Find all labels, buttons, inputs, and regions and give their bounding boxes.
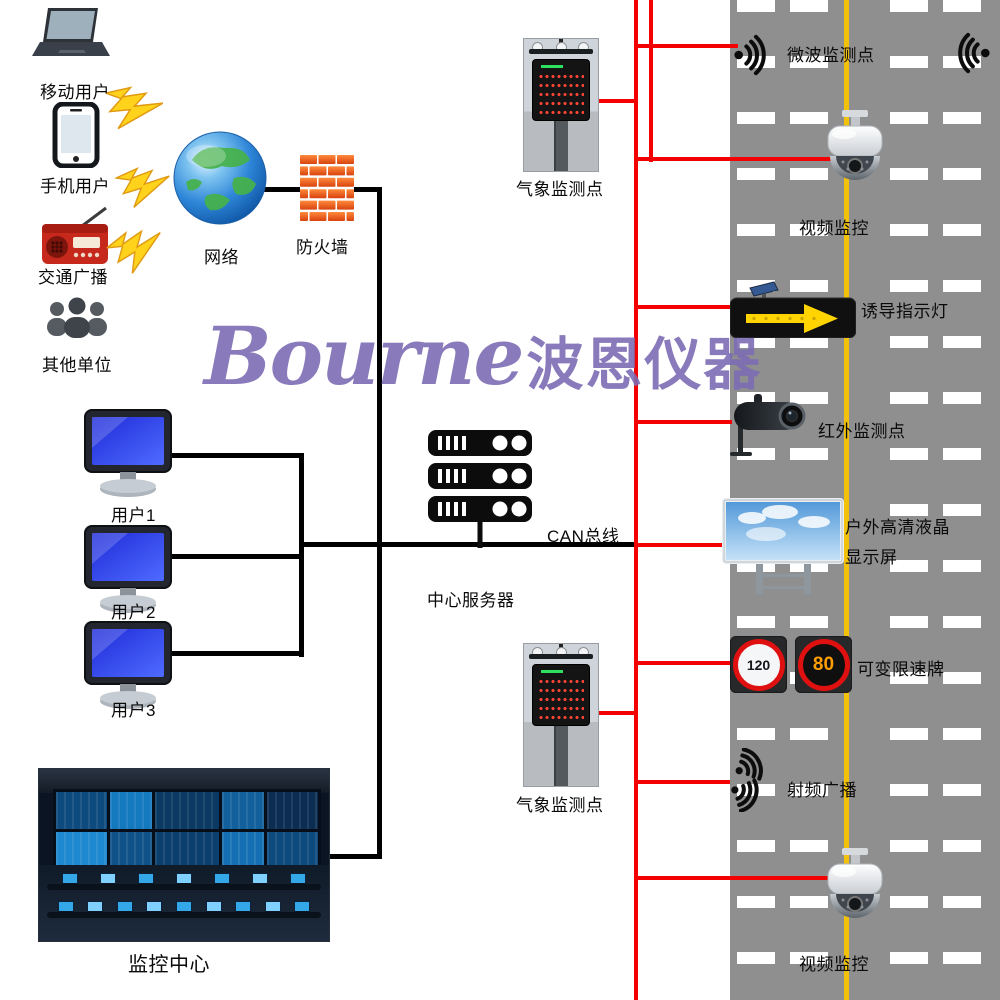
label-central-server: 中心服务器 <box>427 591 515 610</box>
link-billboard <box>638 543 724 547</box>
label-variable-speed: 可变限速牌 <box>857 660 945 679</box>
speed-sign-120: 120 <box>730 636 787 693</box>
video-wall <box>53 789 321 871</box>
line-user3 <box>172 651 304 656</box>
line-firewall-corner <box>352 187 382 192</box>
label-network: 网络 <box>204 248 239 267</box>
watermark-cjk: 波恩仪器 <box>526 333 763 397</box>
desk <box>47 912 321 918</box>
weather-station-photo-bottom <box>523 643 599 787</box>
link-weather-bottom <box>597 711 636 715</box>
link-camera-top <box>638 157 852 161</box>
globe-network-icon <box>172 130 268 231</box>
laptop-icon <box>32 6 110 75</box>
link-weather-top <box>597 99 636 103</box>
label-rf-broadcast: 射频广播 <box>787 781 857 800</box>
watermark-logo: Bourne 波恩仪器 <box>204 316 762 396</box>
lightning-icon <box>103 220 172 285</box>
speed-sign-80: 80 <box>795 636 852 693</box>
led-status-strip <box>541 65 563 68</box>
link-camera-bottom <box>638 876 852 880</box>
led-text-matrix <box>538 72 584 114</box>
label-phone-user: 手机用户 <box>40 177 110 196</box>
label-guidance: 诱导指示灯 <box>861 302 949 321</box>
link-guidance <box>638 305 734 309</box>
monitor-icon-user1 <box>82 408 174 505</box>
weather-led-panel <box>532 664 590 726</box>
can-bus-branch-line <box>649 0 653 162</box>
infrared-sensor-icon <box>728 386 812 463</box>
can-bus-line <box>634 0 638 1000</box>
desk <box>47 884 321 890</box>
station-pole <box>554 121 568 171</box>
line-user1 <box>172 453 304 458</box>
line-main-vertical <box>377 187 382 859</box>
label-video-top: 视频监控 <box>799 219 869 238</box>
label-infrared: 红外监测点 <box>818 422 906 441</box>
outdoor-lcd-billboard-icon <box>722 498 848 603</box>
weather-station-photo-top <box>523 38 599 172</box>
rf-broadcast-icon <box>726 747 782 817</box>
smartphone-icon <box>52 101 100 173</box>
label-video-bottom: 视频监控 <box>799 955 869 974</box>
variable-speed-signs: 120 80 <box>730 636 852 693</box>
label-microwave: 微波监测点 <box>787 46 875 65</box>
microwave-signal-icon <box>948 28 992 83</box>
label-lcd-line1: 户外高清液晶 <box>845 518 950 537</box>
guidance-arrow-board-icon <box>729 280 857 343</box>
monitor-icon-user3 <box>82 620 174 717</box>
speed-limit-value: 80 <box>797 638 850 691</box>
label-can-bus: CAN总线 <box>547 527 620 546</box>
label-user2: 用户2 <box>111 603 156 622</box>
dome-camera-icon <box>818 848 892 947</box>
line-user2 <box>172 554 304 559</box>
link-rf-broadcast <box>638 780 730 784</box>
line-monitoring-center <box>326 854 382 859</box>
monitoring-center-photo <box>38 768 330 942</box>
lane-dashes <box>890 0 928 1000</box>
monitor-icon-user2 <box>82 524 174 621</box>
label-mobile-user: 移动用户 <box>40 83 110 102</box>
server-rack-icon <box>428 430 532 553</box>
label-firewall: 防火墙 <box>296 238 349 257</box>
link-infrared <box>638 420 732 424</box>
radio-icon <box>42 206 108 269</box>
line-server-to-bus <box>299 542 638 547</box>
people-group-icon <box>44 296 110 345</box>
label-lcd-line2: 显示屏 <box>845 548 898 567</box>
station-pole <box>554 726 568 786</box>
label-other-units: 其他单位 <box>42 356 112 375</box>
microwave-signal-icon <box>732 32 776 83</box>
led-text-matrix <box>538 677 584 719</box>
link-microwave <box>638 44 738 48</box>
dome-camera-icon <box>818 110 892 209</box>
yellow-center-line <box>844 0 849 1000</box>
lightning-icon <box>113 163 175 216</box>
line-globe-firewall <box>262 187 302 192</box>
label-user3: 用户3 <box>111 701 156 720</box>
label-user1: 用户1 <box>111 506 156 525</box>
label-monitoring-center: 监控中心 <box>128 954 210 976</box>
lightning-icon <box>101 83 164 140</box>
lane-dashes <box>943 0 981 1000</box>
link-speed-signs <box>638 661 734 665</box>
firewall-icon <box>300 155 354 228</box>
label-weather-bottom: 气象监测点 <box>516 796 604 815</box>
sensor-crossbar <box>529 49 593 54</box>
sensor-crossbar <box>529 654 593 659</box>
label-traffic-radio: 交通广播 <box>38 268 108 287</box>
led-status-strip <box>541 670 563 673</box>
label-weather-top: 气象监测点 <box>516 180 604 199</box>
speed-limit-value: 120 <box>732 638 785 691</box>
weather-led-panel <box>532 59 590 121</box>
watermark-latin: Bourne <box>204 309 524 403</box>
